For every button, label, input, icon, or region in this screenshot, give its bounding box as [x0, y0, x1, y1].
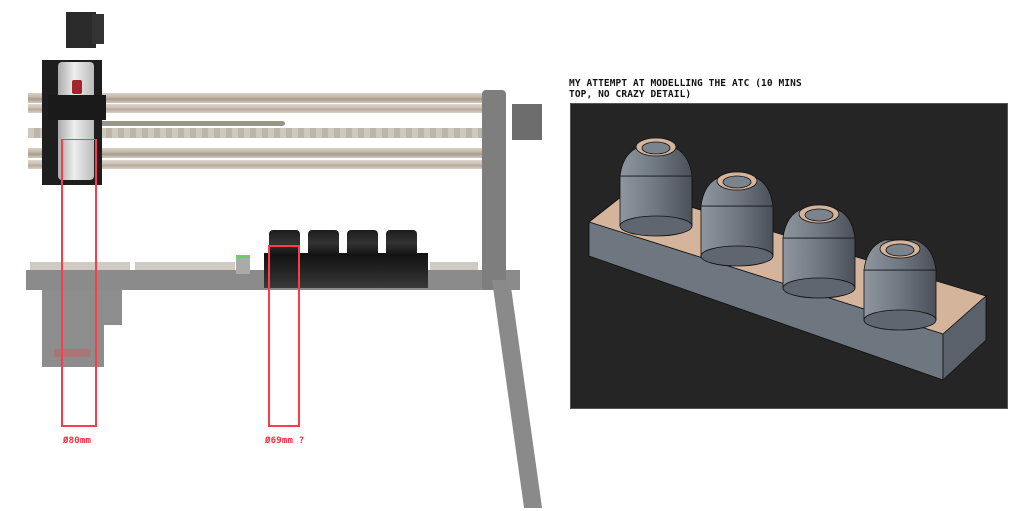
ballscrew: [28, 128, 488, 138]
cad-pocket-3: [782, 204, 856, 299]
atc-rack-base: [264, 253, 428, 288]
z-axis-side-block: [100, 290, 122, 325]
bed-slats-far: [430, 262, 478, 270]
pocket-dim-bottom: [268, 425, 300, 427]
gantry-leg: [492, 280, 543, 508]
atc-pocket-2: [308, 230, 339, 256]
gantry-rail-lower: [28, 148, 488, 158]
gantry-rail-top: [28, 93, 488, 103]
model-caption: MY ATTEMPT AT MODELLING THE ATC (10 MINS…: [569, 78, 829, 100]
pocket-dimension-label: Ø69mm ?: [265, 436, 305, 446]
spindle-dimension-box: [61, 139, 95, 140]
spindle-dimension-label: Ø80mm: [63, 436, 92, 446]
atc-model-render: [588, 137, 987, 381]
caption-line-1: MY ATTEMPT AT MODELLING THE ATC (10 MINS: [569, 78, 802, 89]
cad-render-viewport: [570, 103, 1008, 409]
pocket-dim-top: [268, 245, 299, 247]
spindle-dim-line-left: [61, 139, 63, 426]
bed-slats-left: [30, 262, 130, 270]
cable-track: [100, 121, 285, 126]
y-motor: [512, 104, 542, 140]
spindle-clamp: [48, 95, 106, 120]
cad-pocket-1: [619, 137, 693, 237]
machine-drawing: Ø80mm Ø69mm ?: [26, 12, 543, 508]
atc-pocket-4: [386, 230, 417, 256]
caption-line-2: TOP, NO CRAZY DETAIL): [569, 89, 692, 100]
atc-pocket-1: [269, 230, 300, 256]
spindle-dim-line-right: [95, 139, 97, 426]
gantry-side-plate: [482, 90, 506, 290]
pocket-dim-line-right: [298, 245, 300, 426]
gantry-rail-upper: [28, 104, 488, 113]
pocket-dim-line-left: [268, 245, 270, 426]
base-side-face: [942, 295, 987, 381]
spindle-motor-side: [92, 14, 104, 44]
cad-pocket-4: [863, 239, 937, 331]
bed-slats-right: [135, 262, 235, 270]
probe: [236, 255, 250, 274]
gantry-rail-bottom: [28, 160, 488, 169]
atc-pocket-3: [347, 230, 378, 256]
spindle-dim-bottom: [61, 425, 97, 427]
spindle-logo: [72, 80, 82, 94]
z-axis-red-label: [54, 349, 90, 357]
spindle-motor-top: [66, 12, 96, 48]
cad-pocket-2: [700, 171, 774, 267]
